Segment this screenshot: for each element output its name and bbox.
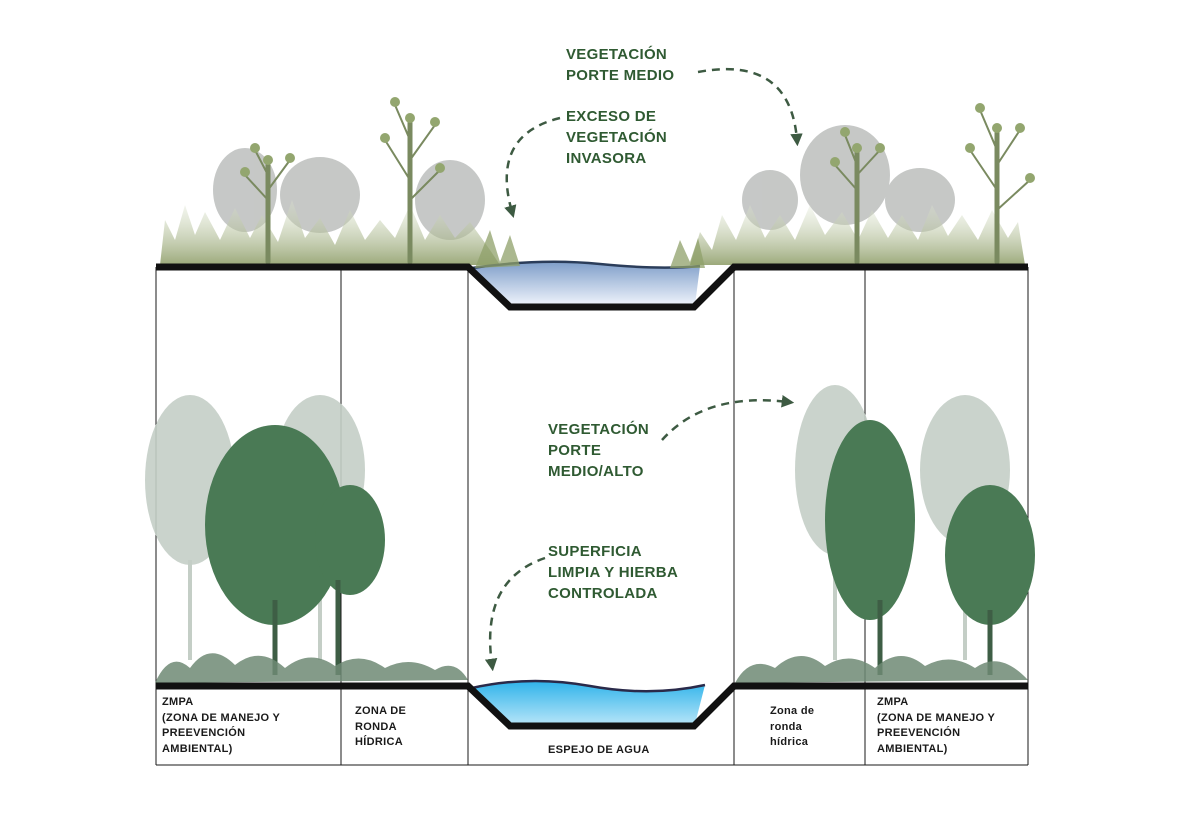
zone-label-zmpa-left: ZMPA (ZONA DE MANEJO Y PREEVENCIÓN AMBIE… [162,696,281,755]
zone-label-water: ESPEJO DE AGUA [548,744,650,756]
tree-leaves-top [240,97,1035,183]
water-line-bottom [471,679,706,693]
annotation-bottom-medium-high: VEGETACIÓN PORTE MEDIO/ALTO [548,421,650,480]
zone-label-ronda-left: ZONA DE RONDA HÍDRICA [355,705,407,748]
zone-label-zmpa-right: ZMPA (ZONA DE MANEJO Y PREEVENCIÓN AMBIE… [877,696,996,755]
dark-tree-group [205,420,1035,625]
water-surface-top [472,261,700,305]
ground-line-top [156,263,1028,311]
annotation-top-medium: VEGETACIÓN PORTE MEDIO [566,46,675,84]
shrub-row-right [735,655,1028,683]
ground-line-bottom [156,682,1028,730]
top-vegetation [160,97,1035,265]
water-surface-bottom [472,680,705,724]
arrow-top-medium [697,67,803,147]
grass-mass-right [690,205,1025,265]
annotation-arrows [484,67,803,672]
grass-mass-left [160,200,500,265]
shrub-row-left [155,653,468,683]
arrow-bottom-medium-high [661,395,795,441]
tree-trunks-top [265,117,1000,265]
zone-label-ronda-right: Zona de ronda hídrica [770,705,815,748]
arrow-bottom-clean [484,556,546,672]
invasive-grass [475,230,705,268]
bottom-vegetation [145,385,1035,683]
annotation-top-invasive: EXCESO DE VEGETACIÓN INVASORA [566,108,668,167]
annotation-bottom-clean: SUPERFICIA LIMPIA Y HIERBA CONTROLADA [548,543,679,602]
tree-branches-top [244,104,1031,211]
arrow-top-invasive [504,116,561,219]
